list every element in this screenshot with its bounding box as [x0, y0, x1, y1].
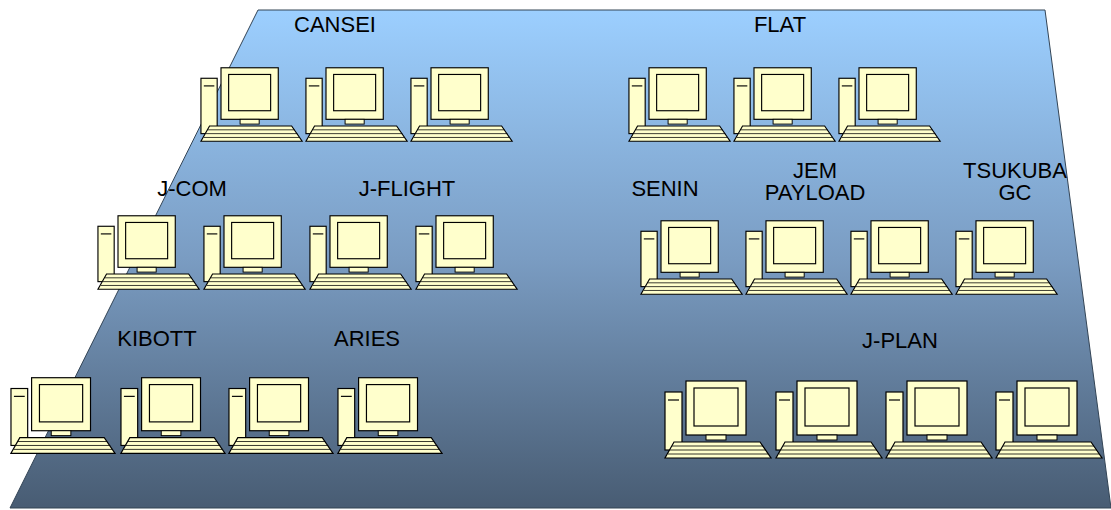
computer-group [641, 221, 1057, 294]
group-label: FLAT [754, 14, 806, 36]
group-label: TSUKUBA GC [955, 160, 1075, 204]
floor-plane [10, 10, 1111, 508]
computer-group [98, 216, 517, 289]
group-label: J-COM [157, 178, 227, 200]
group-label: CANSEI [294, 14, 376, 36]
computer-group [201, 68, 512, 142]
group-label: J-FLIGHT [359, 178, 456, 200]
computer-group [665, 381, 1102, 458]
computer-group [629, 68, 940, 142]
group-label: ARIES [334, 328, 400, 350]
group-label: JEM PAYLOAD [753, 160, 877, 204]
computer-group [11, 378, 442, 454]
group-label: J-PLAN [862, 330, 938, 352]
group-label: KIBOTT [117, 328, 196, 350]
group-label: SENIN [631, 178, 698, 200]
